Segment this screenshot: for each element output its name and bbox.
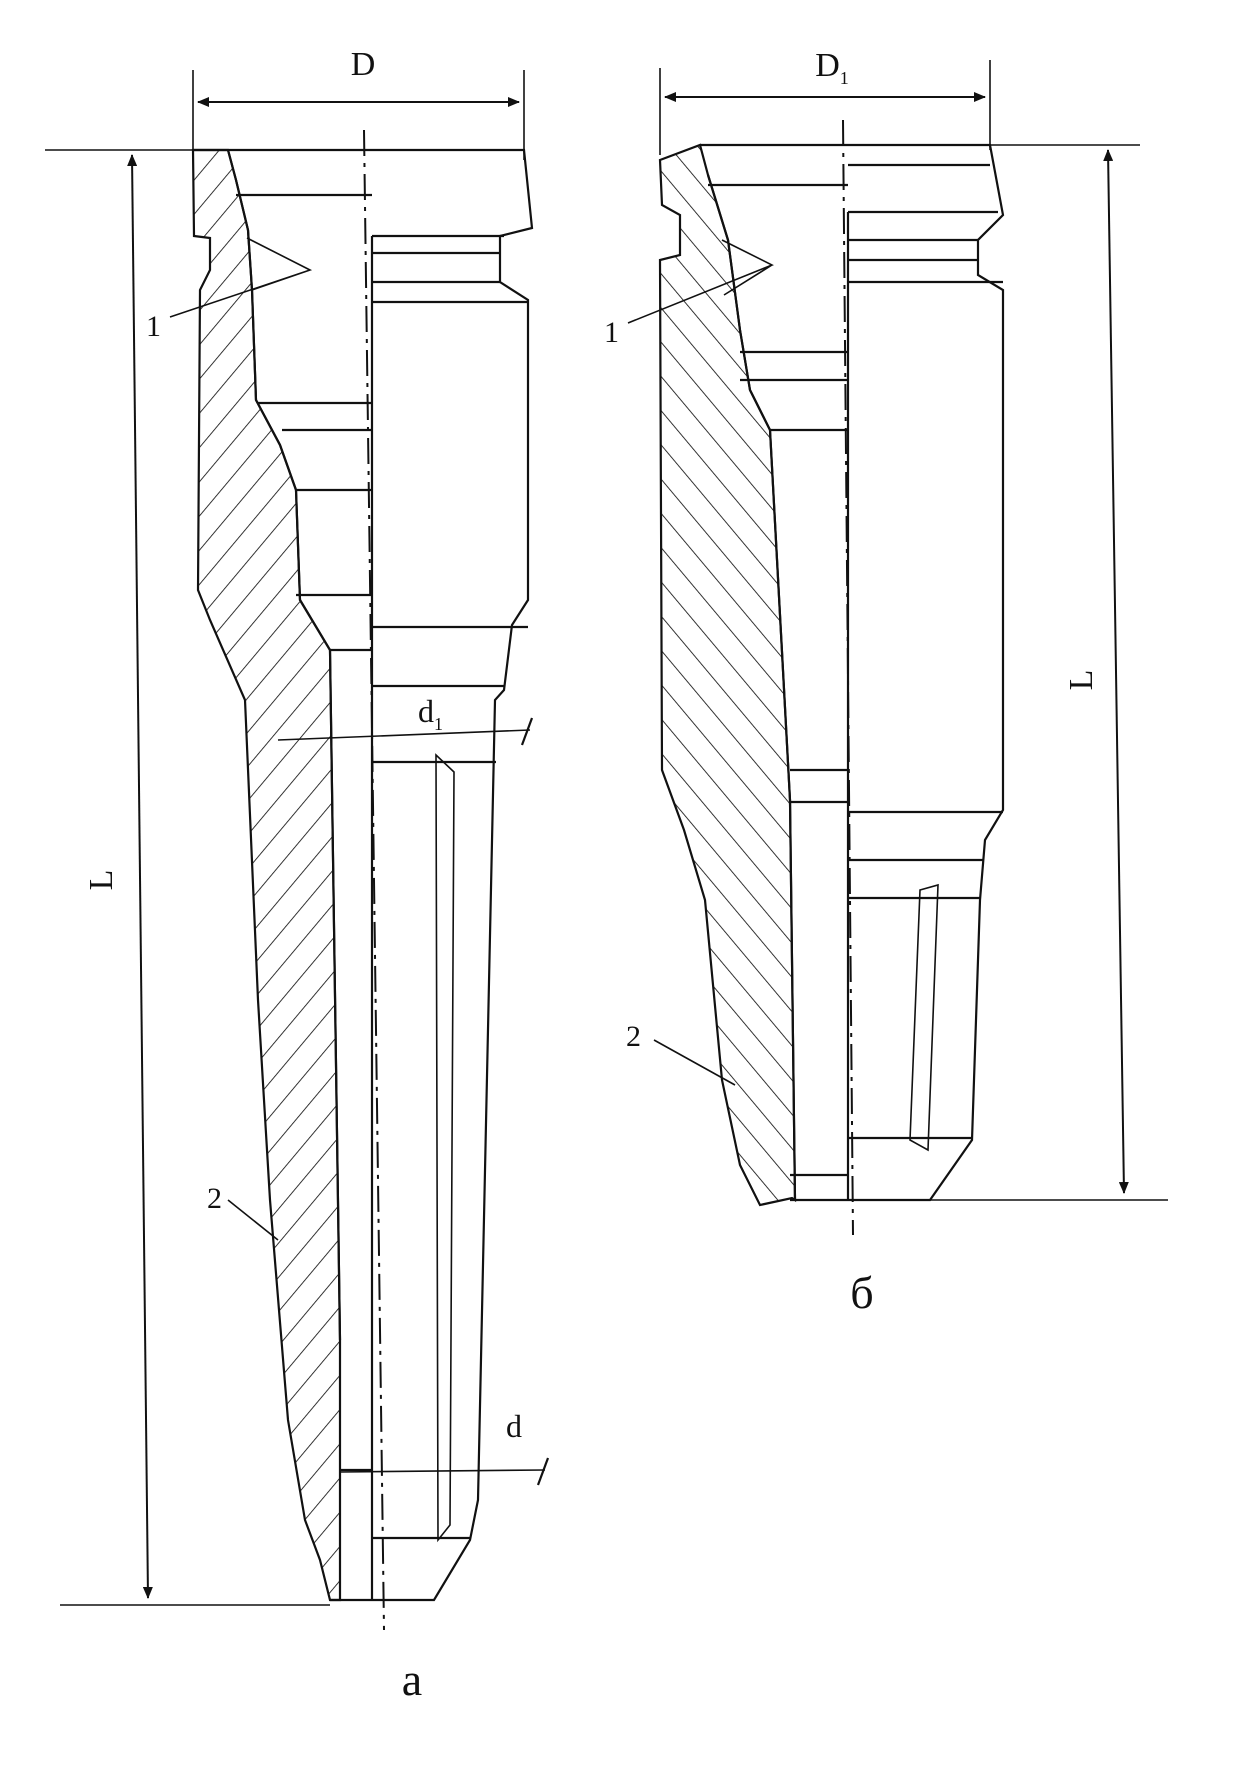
figure-a-dim-L-label: L [83,870,120,891]
figure-b-callout-2-label: 2 [626,1020,641,1053]
figure-a: D L d1 d 1 2 а [45,46,550,1705]
figure-a-outer-profile [193,148,534,1602]
figure-a-section-hatch [191,148,342,1602]
figure-b-dim-L-line [1103,149,1129,1194]
figure-a-dim-d1-label: d1 [418,693,443,734]
figure-b-callout-1-leader [627,239,774,324]
figure-a-inner-profile [226,149,342,1341]
figure-a-dim-D-label: D [351,46,376,83]
figure-b-caption: б [850,1267,873,1318]
figure-b-section-hatch [658,143,797,1207]
figure-b: D1 L 1 2 б [604,47,1168,1318]
figure-b-outer-profile [700,143,1005,1202]
figure-a-dim-d1-line [277,729,531,741]
figure-a-callout-2-label: 2 [207,1182,222,1215]
figure-a-center-axis [363,129,385,1631]
figure-b-inner-profile [706,174,797,1201]
figure-a-callout-2-leader [227,1199,279,1241]
figure-b-callout-2-leader [653,1039,736,1086]
figure-a-dim-d-label: d [506,1408,522,1444]
figure-b-dim-D1-label: D1 [815,47,849,88]
figure-b-callout-1-label: 1 [604,316,619,349]
figure-a-dim-L-line [127,154,153,1599]
figure-a-slot [435,753,455,1543]
figure-b-dim-L-label: L [1063,670,1100,691]
figure-b-center-axis [842,119,854,1236]
figure-a-caption: а [402,1654,422,1705]
figure-b-slot [909,883,939,1152]
figure-a-dim-d-line [339,1469,546,1473]
figure-a-callout-1-leader [169,237,313,318]
figure-a-callout-1-label: 1 [146,310,161,343]
